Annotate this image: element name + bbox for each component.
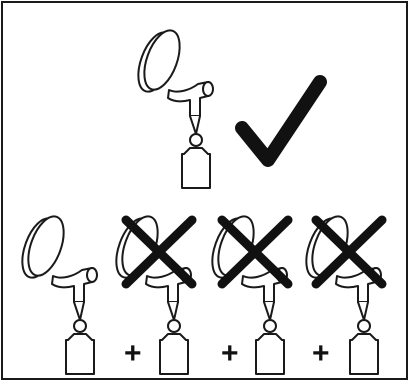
incorrect-example: + + + — [14, 210, 382, 375]
plus-sign: + — [312, 337, 330, 370]
correct-example — [130, 24, 327, 189]
check-mark-icon — [235, 75, 327, 167]
plus-sign: + — [221, 337, 239, 370]
plus-sign: + — [124, 337, 142, 370]
